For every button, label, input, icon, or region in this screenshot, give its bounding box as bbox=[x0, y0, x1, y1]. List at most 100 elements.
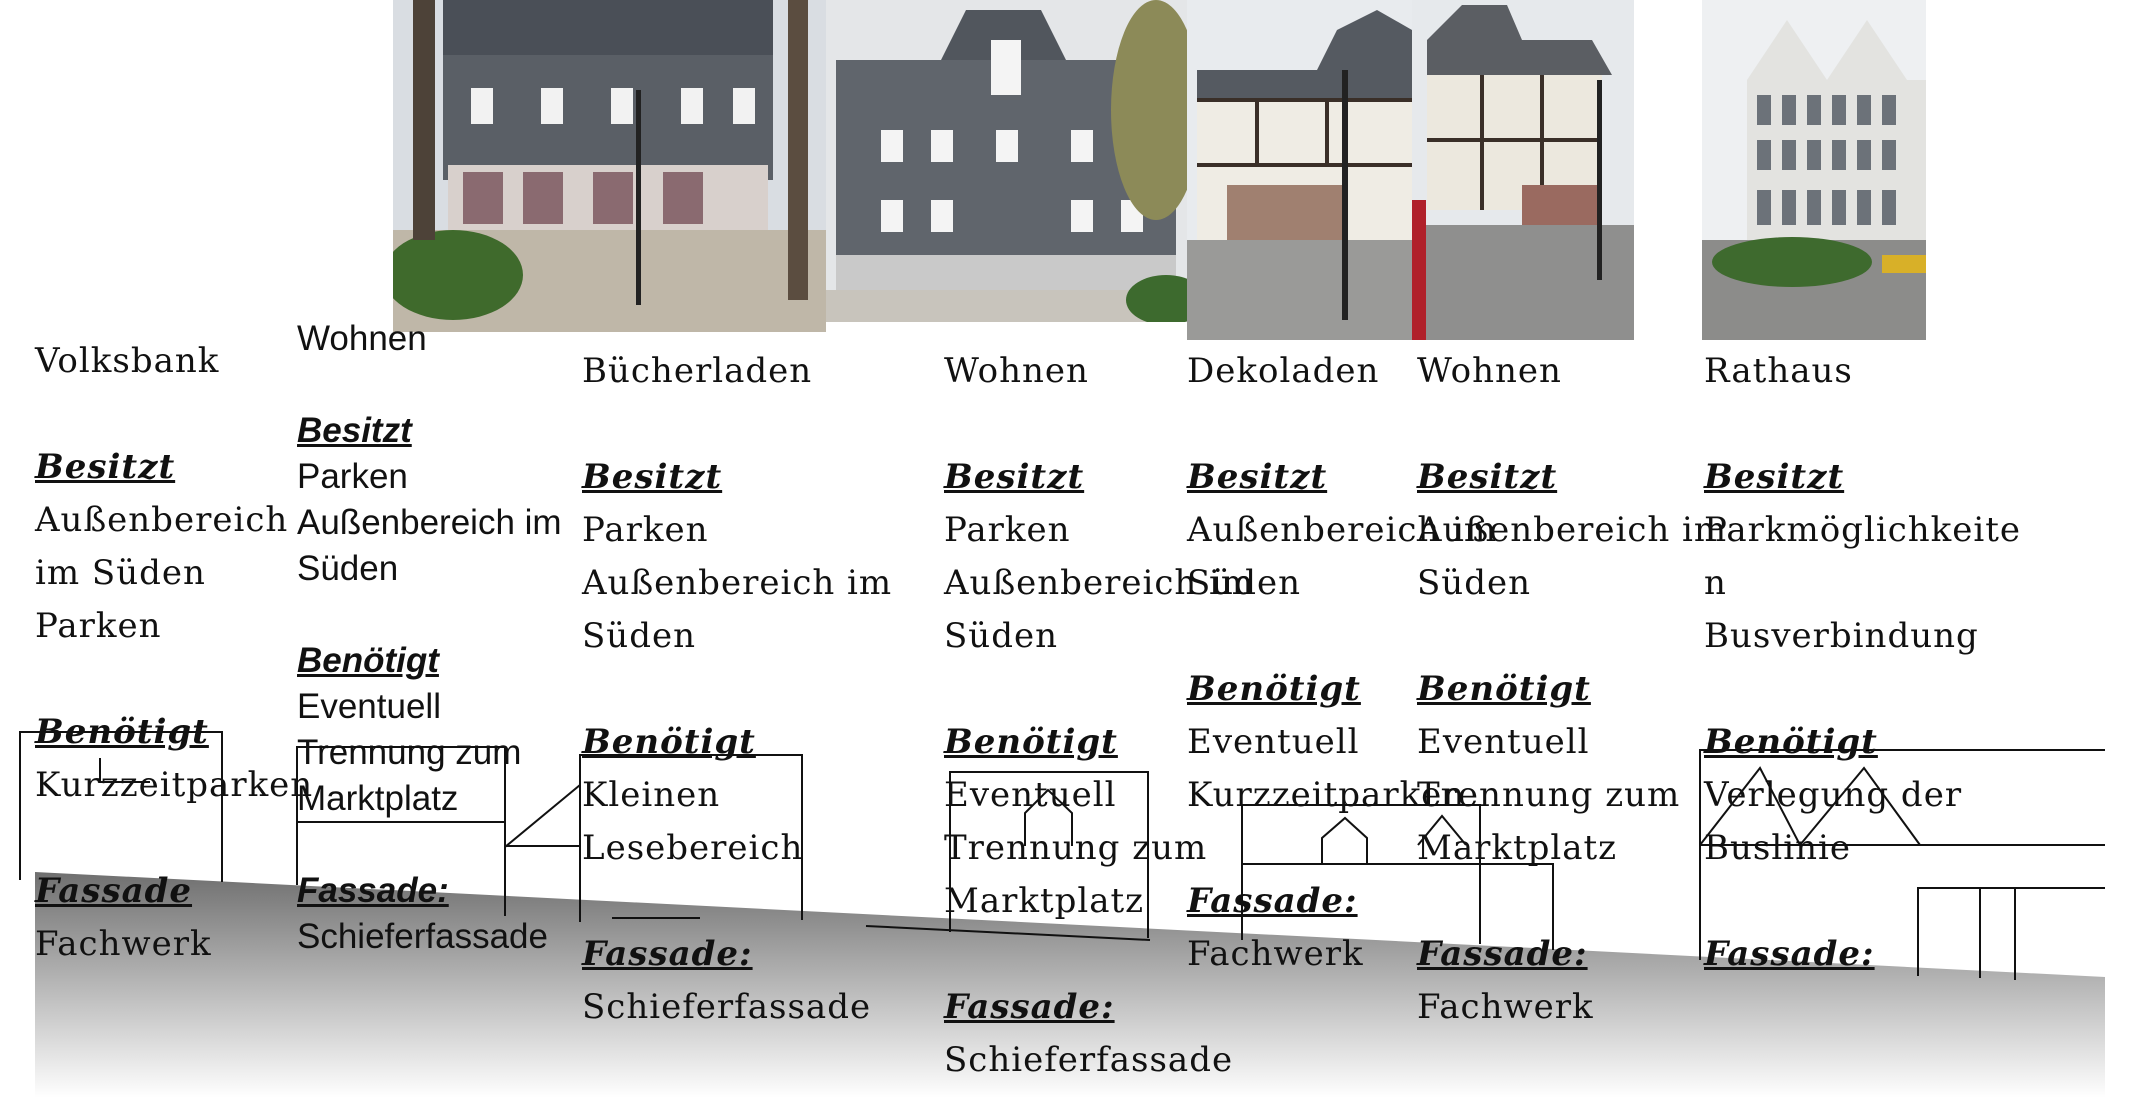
owns-heading: Besitzt bbox=[297, 411, 412, 450]
facade-item: Fachwerk bbox=[35, 924, 212, 964]
owns-item: Süden bbox=[297, 549, 399, 588]
building-outlines bbox=[19, 731, 2105, 980]
owns-item: Parken bbox=[944, 510, 1071, 550]
spacer bbox=[35, 653, 313, 706]
owns-item: Außenbereich im bbox=[297, 503, 562, 542]
timber-frame-shop-photo-icon bbox=[1187, 0, 1412, 340]
facade-heading: Fassade: bbox=[1704, 934, 1875, 974]
outline-wohnen-2-roof bbox=[1024, 788, 1073, 846]
owns-item: Außenbereich bbox=[35, 500, 289, 540]
photo-wohnen-timber-frame bbox=[1412, 0, 1634, 340]
owns-item: im Süden bbox=[35, 553, 206, 593]
outline-rathaus-door bbox=[1917, 887, 2105, 976]
spacer bbox=[297, 822, 562, 868]
owns-item: Außenbereich im bbox=[1417, 510, 1728, 550]
owns-item: Außenbereich im bbox=[944, 563, 1255, 603]
outline-volksbank-window bbox=[99, 758, 150, 783]
needs-heading: Benötigt bbox=[1704, 722, 1878, 762]
spacer bbox=[35, 812, 313, 865]
spacer bbox=[1417, 875, 1727, 928]
needs-item: Kleinen bbox=[582, 775, 721, 815]
owns-item: Parken bbox=[297, 457, 408, 496]
facade-heading: Fassade: bbox=[582, 934, 753, 974]
spacer bbox=[582, 663, 892, 716]
needs-heading: Benötigt bbox=[1417, 669, 1591, 709]
owns-item: Süden bbox=[1417, 563, 1531, 603]
owns-item: Außenbereich im bbox=[582, 563, 893, 603]
owns-item: Süden bbox=[582, 616, 696, 656]
timber-frame-house-photo-icon bbox=[1412, 0, 1634, 340]
building-name: Bücherladen bbox=[582, 351, 813, 391]
needs-heading: Benötigt bbox=[297, 641, 439, 680]
owns-item: Außenbereich im bbox=[1187, 510, 1498, 550]
facade-heading: Fassade: bbox=[1417, 934, 1588, 974]
spacer bbox=[582, 875, 892, 928]
outline-dekoladen bbox=[1241, 804, 1481, 944]
building-name: Wohnen bbox=[297, 319, 427, 358]
facade-heading: Fassade: bbox=[1187, 881, 1358, 921]
needs-item: Marktplatz bbox=[297, 779, 459, 818]
needs-item: Verlegung der bbox=[1704, 775, 1963, 815]
needs-item: Marktplatz bbox=[1417, 828, 1618, 868]
owns-heading: Besitzt bbox=[1417, 457, 1558, 497]
facade-item: Schieferfassade bbox=[944, 1040, 1234, 1080]
spacer bbox=[1704, 398, 2021, 451]
spacer bbox=[297, 592, 562, 638]
needs-item: Buslinie bbox=[1704, 828, 1851, 868]
spacer bbox=[582, 398, 892, 451]
photo-rathaus-town-hall bbox=[1702, 0, 1926, 340]
needs-heading: Benötigt bbox=[582, 722, 756, 762]
owns-heading: Besitzt bbox=[582, 457, 723, 497]
owns-item: n bbox=[1704, 563, 1727, 603]
building-name: Wohnen bbox=[944, 351, 1089, 391]
photo-volksbank-slate-building bbox=[393, 0, 826, 332]
needs-item: Marktplatz bbox=[944, 881, 1145, 921]
needs-heading: Benötigt bbox=[944, 722, 1118, 762]
facade-item: Fachwerk bbox=[1187, 934, 1364, 974]
owns-item: Busverbindung bbox=[1704, 616, 1979, 656]
outline-volksbank bbox=[19, 731, 223, 882]
town-hall-photo-icon bbox=[1702, 0, 1926, 340]
needs-item: Trennung zum bbox=[944, 828, 1208, 868]
needs-item: Trennung zum bbox=[297, 733, 522, 772]
building-name: Rathaus bbox=[1704, 351, 1853, 391]
outline-buecherladen bbox=[579, 754, 803, 922]
owns-item: Süden bbox=[944, 616, 1058, 656]
owns-heading: Besitzt bbox=[35, 447, 176, 487]
needs-item: Eventuell bbox=[1187, 722, 1360, 762]
owns-heading: Besitzt bbox=[1704, 457, 1845, 497]
needs-heading: Benötigt bbox=[35, 712, 209, 752]
owns-item: Parken bbox=[35, 606, 162, 646]
outline-rathaus bbox=[1699, 749, 2105, 960]
facade-heading: Fassade: bbox=[297, 871, 449, 910]
needs-heading: Benötigt bbox=[1187, 669, 1361, 709]
outline-wohnen-3-roof bbox=[1417, 814, 1467, 846]
spacer bbox=[1417, 610, 1727, 663]
needs-item: Kurzzeitparken bbox=[35, 765, 314, 805]
outline-dekoladen-annex bbox=[1242, 863, 1554, 950]
outline-wohnen-2 bbox=[949, 771, 1149, 938]
owns-item: Parkmöglichkeite bbox=[1704, 510, 2022, 550]
owns-item: Süden bbox=[1187, 563, 1301, 603]
facade-item: Fachwerk bbox=[1417, 987, 1594, 1027]
slate-house-photo-icon bbox=[826, 0, 1187, 322]
slate-office-building-photo-icon bbox=[393, 0, 826, 332]
owns-heading: Besitzt bbox=[944, 457, 1085, 497]
spacer bbox=[297, 362, 562, 408]
needs-item: Kurzzeitparken bbox=[1187, 775, 1466, 815]
spacer bbox=[1704, 663, 2021, 716]
needs-item: Eventuell bbox=[1417, 722, 1590, 762]
facade-item: Schieferfassade bbox=[297, 917, 548, 956]
outline-rathaus-gables bbox=[1699, 766, 1921, 847]
facade-heading: Fassade bbox=[35, 871, 193, 911]
photo-dekoladen-timber-frame bbox=[1187, 0, 1412, 340]
facade-item: Schieferfassade bbox=[582, 987, 872, 1027]
spacer bbox=[1704, 875, 2021, 928]
